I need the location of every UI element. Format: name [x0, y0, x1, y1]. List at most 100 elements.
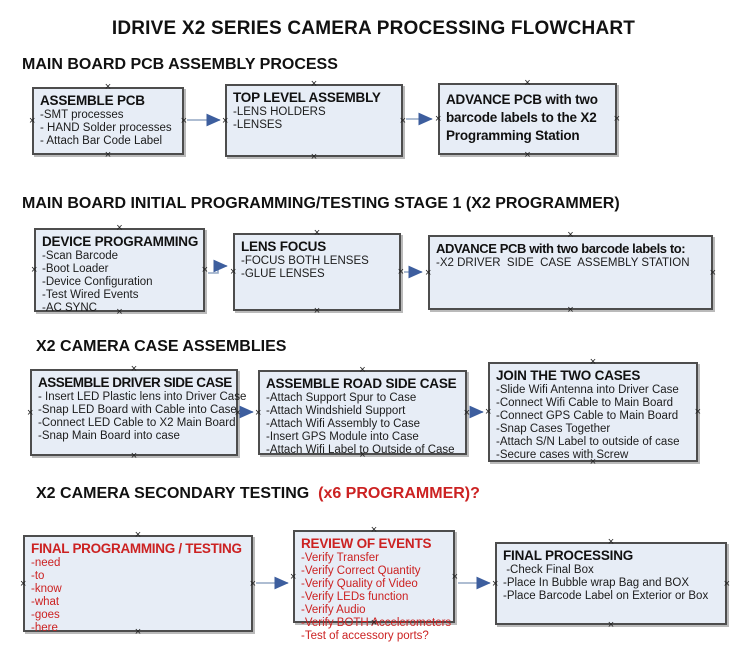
flow-box-assemble-pcb: × × × × ASSEMBLE PCB -SMT processes - HA…: [29, 82, 187, 161]
connection-point-icon: ×: [29, 115, 36, 127]
page-title: IDRIVE X2 SERIES CAMERA PROCESSING FLOWC…: [111, 18, 636, 39]
box-item: -Attach S/N Label to outside of case: [496, 436, 680, 448]
flow-box-final-programming-testing: × × × × FINAL PROGRAMMING / TESTING -nee…: [20, 530, 256, 638]
connection-point-icon: ×: [485, 406, 492, 418]
box-item: -LENS HOLDERS: [233, 106, 326, 118]
box-item: -to: [31, 570, 45, 582]
box-item: -Attach Wifi Label to Outside of Case: [266, 444, 455, 456]
connection-point-icon: ×: [310, 78, 318, 90]
flow-box-assemble-road-side-case: × × × × ASSEMBLE ROAD SIDE CASE -Attach …: [255, 365, 470, 461]
box-item: -SMT processes: [40, 109, 124, 121]
box-item: -what: [31, 596, 60, 608]
box-title: ASSEMBLE DRIVER SIDE CASE: [38, 375, 232, 390]
box-item: -Connect Wifi Cable to Main Board: [496, 397, 674, 409]
box-item: -Attach Windshield Support: [266, 405, 406, 417]
flow-box-review-of-events: × × × × REVIEW OF EVENTS -Verify Transfe…: [290, 525, 458, 643]
box-item: -Snap Cases Together: [496, 423, 611, 435]
box-item: -Slide Wifi Antenna into Driver Case: [496, 384, 679, 396]
connection-point-icon: ×: [370, 524, 378, 536]
connection-point-icon: ×: [313, 305, 321, 317]
connection-point-icon: ×: [723, 577, 730, 590]
box-item: -Test of accessory ports?: [301, 630, 429, 642]
box-item: -Place Barcode Label on Exterior or Box: [503, 590, 709, 602]
connection-point-icon: ×: [613, 113, 620, 125]
flow-box-join-the-two-cases: × × × × JOIN THE TWO CASES -Slide Wifi A…: [485, 357, 701, 468]
connection-point-icon: ×: [463, 406, 470, 419]
box-title: DEVICE PROGRAMMING: [42, 234, 199, 249]
connection-point-icon: ×: [589, 356, 597, 368]
box-item: -Verify BOTH Accelerometers: [301, 617, 452, 629]
box-item: -need: [31, 557, 61, 569]
connection-point-icon: ×: [607, 536, 615, 548]
box-title: FINAL PROGRAMMING / TESTING: [31, 541, 242, 556]
box-item: -Attach Support Spur to Case: [266, 392, 417, 404]
connection-point-icon: ×: [201, 264, 208, 276]
connection-point-icon: ×: [567, 304, 574, 316]
flow-box-top-level-assembly: × × × × TOP LEVEL ASSEMBLY -LENS HOLDERS…: [222, 79, 406, 163]
box-item: -Attach Wifi Assembly to Case: [266, 418, 421, 430]
box-item: -Verify Quality of Video: [301, 578, 418, 590]
box-title: ASSEMBLE PCB: [40, 93, 145, 108]
connection-point-icon: ×: [359, 364, 366, 376]
box-item: -Device Configuration: [42, 276, 153, 288]
connection-point-icon: ×: [290, 570, 297, 583]
flow-box-device-programming: × × × × DEVICE PROGRAMMING -Scan Barcode…: [31, 223, 208, 318]
box-title: LENS FOCUS: [241, 239, 327, 254]
box-item: -Test Wired Events: [42, 289, 139, 301]
box-item: -Snap LED Board with Cable into Case: [38, 404, 237, 416]
connection-point-icon: ×: [27, 406, 34, 419]
box-item: -Connect GPS Cable to Main Board: [496, 410, 679, 422]
connection-point-icon: ×: [435, 113, 442, 125]
connection-point-icon: ×: [524, 149, 531, 161]
connection-point-icon: ×: [249, 577, 256, 590]
box-item: -Secure cases with Screw: [496, 449, 629, 461]
connection-point-icon: ×: [222, 114, 229, 127]
connection-point-icon: ×: [524, 77, 531, 89]
section-header-black-part: X2 CAMERA SECONDARY TESTING: [36, 485, 319, 502]
connection-point-icon: ×: [116, 222, 123, 234]
connection-point-icon: ×: [451, 570, 458, 583]
box-item: -GLUE LENSES: [241, 268, 325, 280]
connection-point-icon: ×: [130, 450, 138, 462]
box-title: ADVANCE PCB with two barcode labels to t…: [446, 92, 598, 143]
connection-point-icon: ×: [134, 529, 142, 541]
connection-point-icon: ×: [567, 229, 574, 241]
section-header-secondary-testing: X2 CAMERA SECONDARY TESTING (x6 PROGRAMM…: [36, 485, 480, 503]
box-item: -Check Final Box: [503, 564, 594, 576]
connection-point-icon: ×: [425, 266, 432, 279]
box-title: JOIN THE TWO CASES: [496, 368, 641, 383]
box-item: -Snap Main Board into case: [38, 430, 180, 442]
section-header-red-part: (x6 PROGRAMMER)?: [318, 485, 480, 502]
connection-point-icon: ×: [397, 266, 404, 278]
connection-point-icon: ×: [694, 406, 701, 418]
flow-box-lens-focus: × × × × LENS FOCUS -FOCUS BOTH LENSES -G…: [230, 228, 404, 317]
section-header-initial-programming: MAIN BOARD INITIAL PROGRAMMING/TESTING S…: [22, 195, 620, 212]
box-item: -FOCUS BOTH LENSES: [241, 255, 369, 267]
flow-box-final-processing: × × × × FINAL PROCESSING -Check Final Bo…: [492, 537, 730, 631]
box-item: -Insert GPS Module into Case: [266, 431, 419, 443]
box-item: -X2 DRIVER SIDE CASE ASSEMBLY STATION: [436, 257, 690, 269]
connection-point-icon: ×: [313, 227, 321, 239]
box-item: -Connect LED Cable to X2 Main Board: [38, 417, 236, 429]
connection-point-icon: ×: [607, 619, 615, 631]
box-title: ADVANCE PCB with two barcode labels to:: [436, 241, 686, 256]
box-item: -Verify LEDs function: [301, 591, 409, 603]
flow-box-advance-pcb-driver-side: × × × × ADVANCE PCB with two barcode lab…: [425, 230, 716, 316]
flow-box-assemble-driver-side-case: × × × × ASSEMBLE DRIVER SIDE CASE - Inse…: [27, 364, 247, 462]
box-item: -LENSES: [233, 119, 283, 131]
connection-point-icon: ×: [104, 81, 112, 93]
connection-point-icon: ×: [130, 363, 138, 375]
box-item: -Place In Bubble wrap Bag and BOX: [503, 577, 690, 589]
box-item: -Boot Loader: [42, 263, 109, 275]
connection-point-icon: ×: [31, 264, 38, 276]
connection-point-icon: ×: [180, 115, 187, 127]
connection-point-icon: ×: [255, 406, 262, 419]
connection-point-icon: ×: [492, 577, 499, 590]
section-header-pcb-assembly: MAIN BOARD PCB ASSEMBLY PROCESS: [22, 56, 338, 73]
box-item: -goes: [31, 609, 60, 621]
box-title: ASSEMBLE ROAD SIDE CASE: [266, 376, 457, 391]
flow-box-advance-pcb-programming-station: × × × × ADVANCE PCB with two barcode lab…: [435, 78, 620, 161]
box-item: - Insert LED Plastic lens into Driver Ca…: [38, 391, 247, 403]
box-item: -AC SYNC: [42, 302, 97, 314]
